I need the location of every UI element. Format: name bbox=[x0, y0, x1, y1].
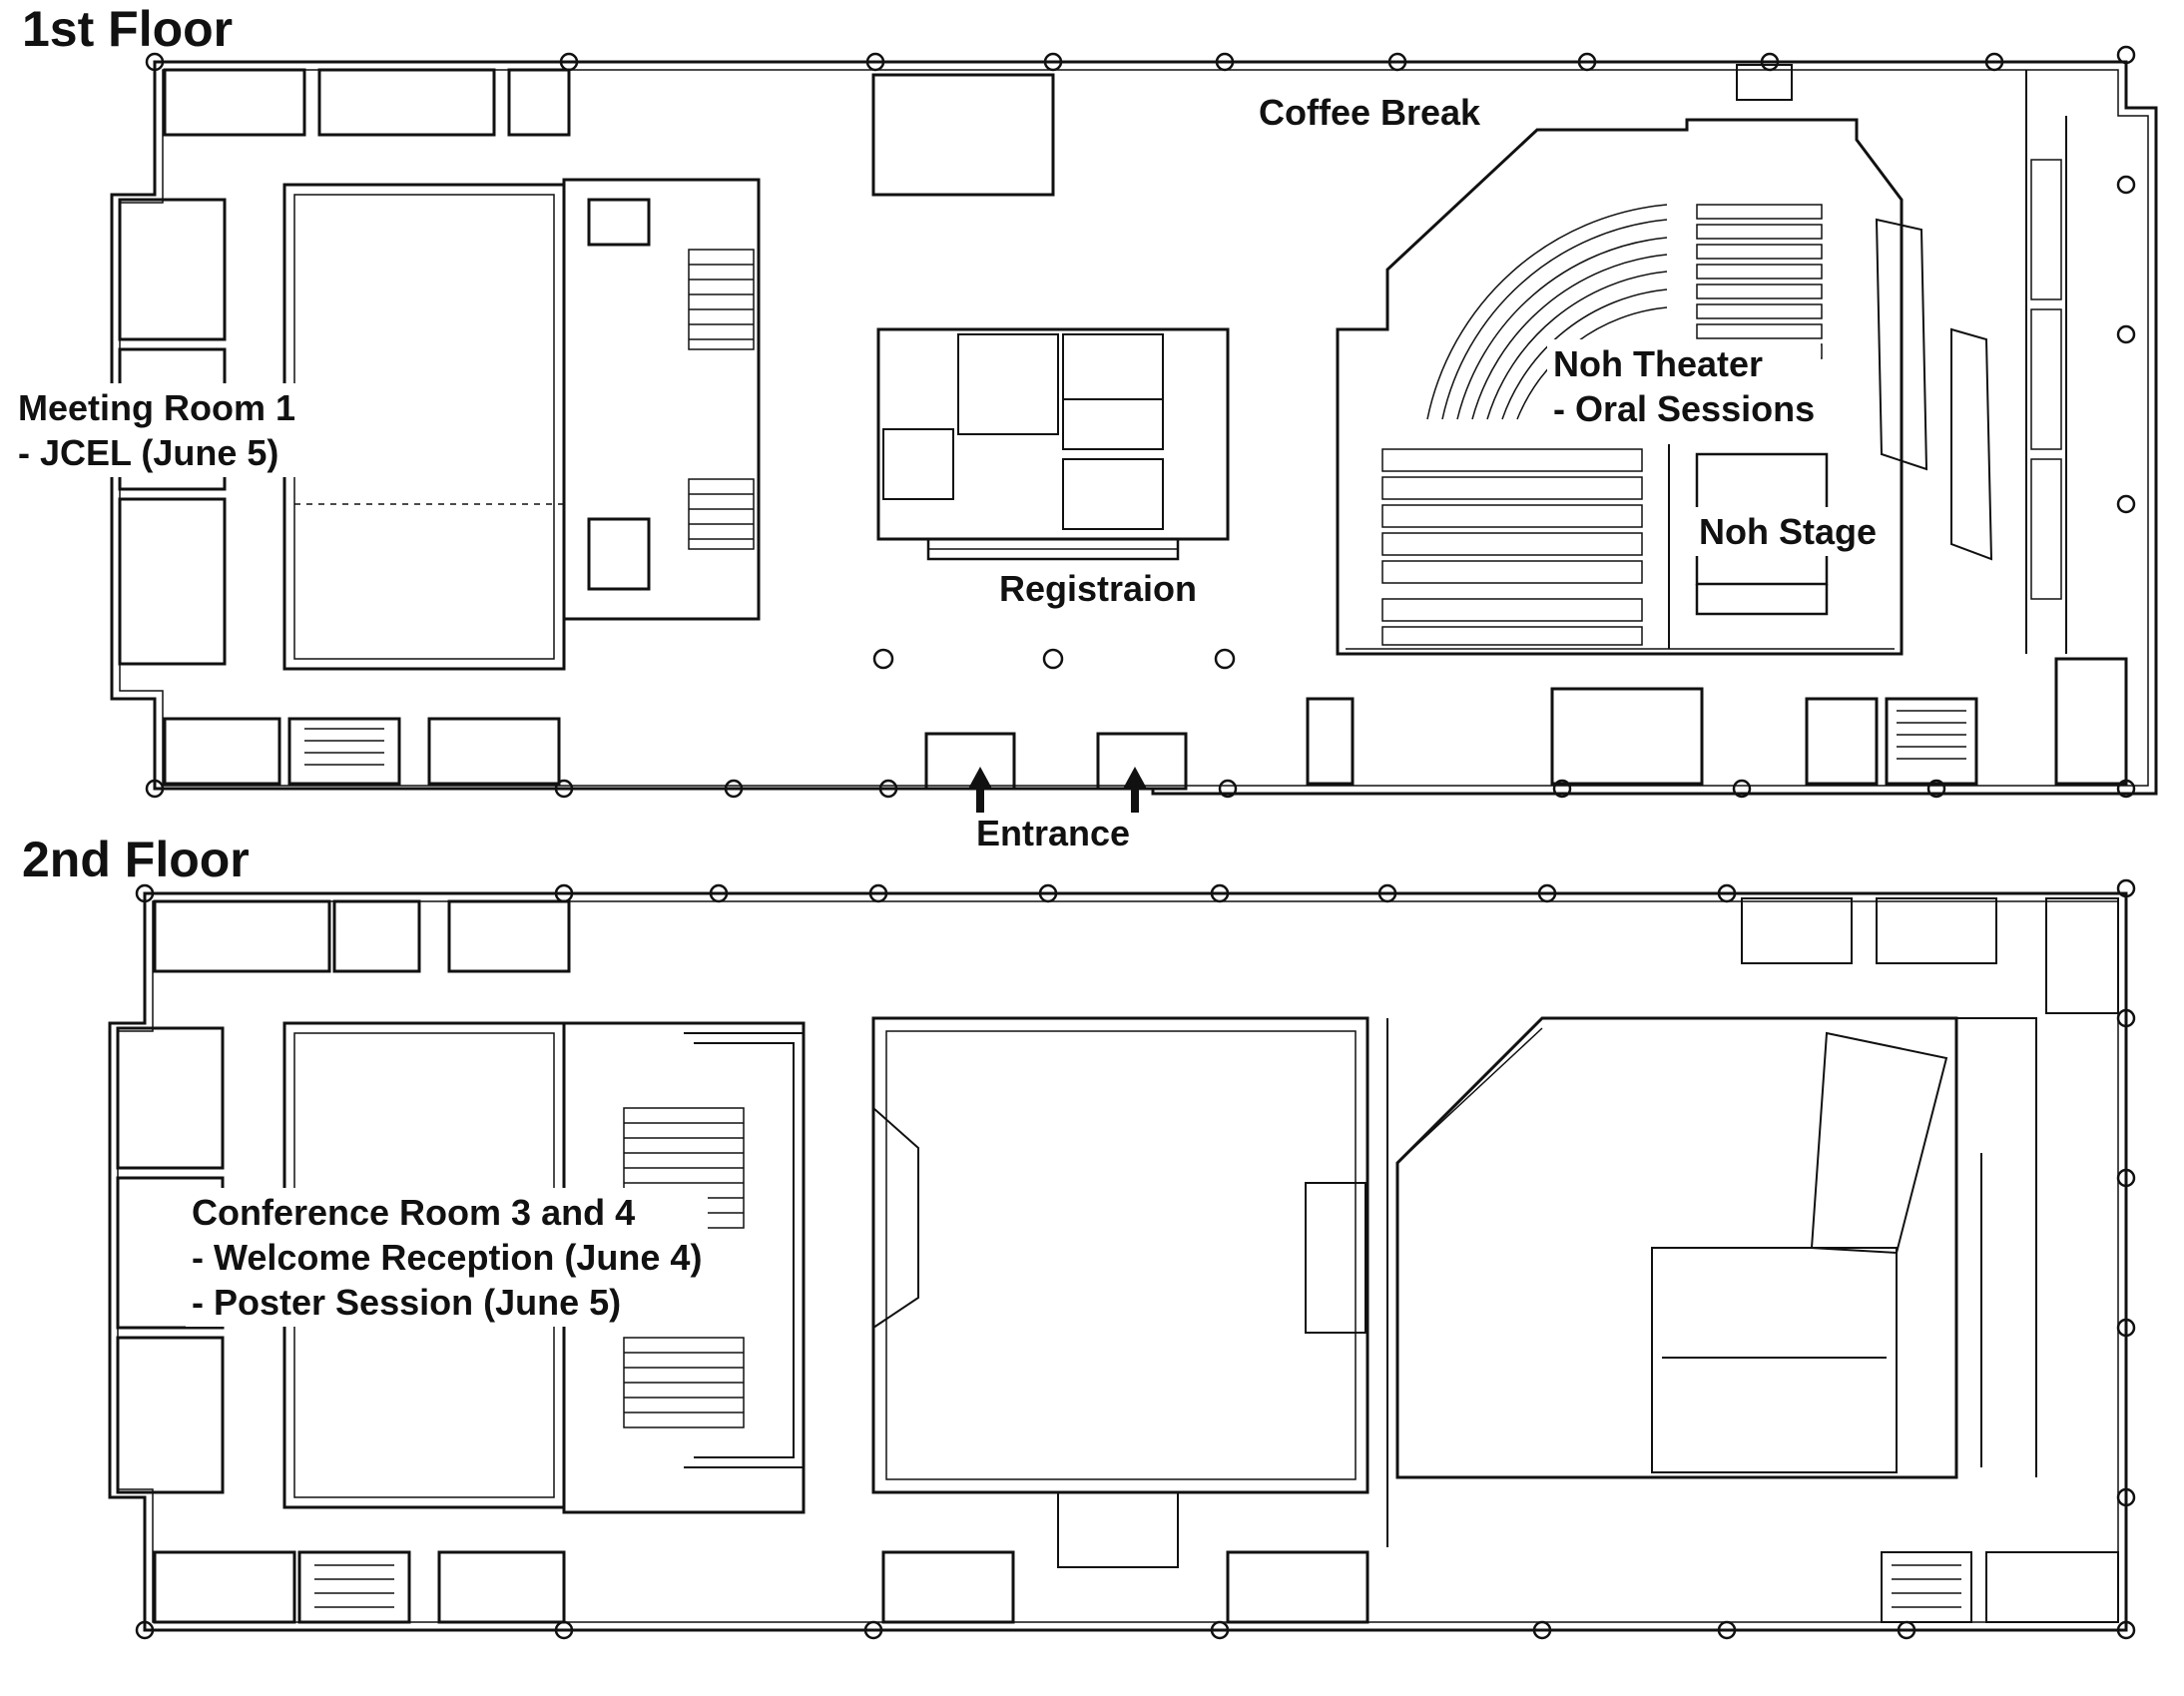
registration-label: Registraion bbox=[993, 564, 1204, 613]
first-floor-core bbox=[562, 178, 761, 621]
first-floor-columns bbox=[145, 45, 2136, 799]
noh-stage-label: Noh Stage bbox=[1693, 507, 1884, 556]
second-floor-right-hall bbox=[1395, 1016, 1958, 1479]
noh-theater-label: Noh Theater - Oral Sessions bbox=[1547, 339, 1822, 433]
first-floor-bottom-right-room-a bbox=[1306, 697, 1355, 786]
first-floor-stairs bbox=[688, 249, 755, 550]
first-floor-title: 1st Floor bbox=[22, 1, 234, 57]
second-floor-right-ramp bbox=[1810, 1031, 1948, 1255]
second-floor-right-wing bbox=[1956, 1017, 2037, 1477]
first-floor-central-office bbox=[871, 73, 1055, 197]
first-floor-bottom-right-stair-treads bbox=[1897, 710, 1966, 760]
first-floor-ramp-b bbox=[1950, 327, 1993, 561]
first-floor-bottom-right-room-c bbox=[1805, 697, 1879, 786]
second-floor-room-block-topleft-c bbox=[447, 899, 571, 973]
first-floor-plan bbox=[110, 45, 2158, 799]
second-floor-center-hall bbox=[871, 1016, 1369, 1494]
second-floor-corridor-loop bbox=[684, 1032, 805, 1468]
second-floor-outer-wall bbox=[108, 891, 2128, 1632]
second-floor-room-block-topleft-a bbox=[153, 899, 331, 973]
first-floor-central-block bbox=[876, 327, 1230, 541]
first-floor-room-block-topleft-b bbox=[317, 68, 496, 137]
second-floor-right-stage bbox=[1651, 1247, 1898, 1473]
first-floor-room-block-topleft-a bbox=[163, 68, 306, 137]
first-floor-right-wing-rooms bbox=[2030, 159, 2062, 600]
first-floor-bottom-right-room-d bbox=[2054, 657, 2128, 786]
first-floor-outer-wall-inner bbox=[119, 69, 2149, 787]
second-floor-top-right-corner bbox=[2045, 897, 2119, 1014]
second-floor-bottom-room-a bbox=[153, 1550, 296, 1624]
first-floor-meeting-room-hall bbox=[282, 183, 566, 671]
second-floor-bottom-room-b bbox=[437, 1550, 566, 1624]
second-floor-right-diagonal bbox=[1396, 1027, 1543, 1164]
first-floor-meeting-room-hall-inner bbox=[293, 194, 555, 660]
first-floor-outer-wall bbox=[110, 60, 2158, 796]
second-floor-center-bottom-room-b bbox=[1226, 1550, 1369, 1624]
second-floor-bottom-stair-treads bbox=[314, 1564, 394, 1608]
second-floor-center-hall-inner bbox=[885, 1030, 1357, 1480]
second-floor-columns bbox=[135, 878, 2136, 1640]
entrance-label: Entrance bbox=[976, 813, 1131, 853]
first-floor-central-partitions bbox=[882, 333, 1164, 530]
noh-theater-name: Noh Theater bbox=[1553, 343, 1764, 384]
first-floor-noh-theater-front-seating bbox=[1381, 448, 1643, 646]
second-floor-bottom-right-stair-treads bbox=[1892, 1564, 1961, 1608]
first-floor-bottom-room-b bbox=[427, 717, 561, 786]
second-floor-bottom-right-stair bbox=[1881, 1551, 1972, 1623]
first-floor-side-room-c bbox=[118, 497, 227, 666]
second-floor-bottom-stair bbox=[297, 1550, 411, 1624]
second-floor-side-room-c bbox=[116, 1336, 225, 1494]
second-floor-center-side-rooms bbox=[872, 1107, 919, 1329]
first-floor-noh-theater-side-seating bbox=[1696, 204, 1823, 359]
meeting-room-1-name: Meeting Room 1 bbox=[18, 387, 296, 428]
first-floor-noh-theater-wall bbox=[1336, 118, 1904, 656]
first-floor-bottom-right-room-b bbox=[1550, 687, 1704, 786]
poster-session-event: - Poster Session (June 5) bbox=[192, 1282, 622, 1323]
second-floor-center-bottom-stair bbox=[1057, 1491, 1179, 1568]
coffee-break-label: Coffee Break bbox=[1253, 88, 1487, 137]
meeting-room-1-detail: - JCEL (June 5) bbox=[18, 432, 279, 473]
welcome-reception-event: - Welcome Reception (June 4) bbox=[192, 1237, 703, 1278]
first-floor-lift-b bbox=[587, 517, 651, 591]
first-floor-ramp-a bbox=[1875, 218, 1928, 471]
second-floor-top-right-room bbox=[1876, 897, 1997, 964]
up-arrow-icon bbox=[968, 767, 1147, 813]
first-floor-side-room-a bbox=[118, 198, 227, 341]
first-floor-bottom-stair-treads bbox=[304, 728, 384, 766]
second-floor-outer-wall-inner bbox=[117, 900, 2119, 1623]
second-floor-title: 2nd Floor bbox=[22, 832, 250, 887]
second-floor-core-stairs bbox=[623, 1107, 745, 1428]
second-floor-center-hall-screen bbox=[1305, 1182, 1366, 1334]
first-floor-bottom-right-stair bbox=[1885, 697, 1978, 786]
second-floor-center-bottom-room-a bbox=[881, 1550, 1015, 1624]
first-floor-noh-stage-bridge bbox=[1695, 584, 1829, 616]
conference-room-name: Conference Room 3 and 4 bbox=[192, 1192, 636, 1233]
first-floor-lift-a bbox=[587, 198, 651, 247]
second-floor-bottom-right-room bbox=[1985, 1551, 2119, 1623]
second-floor-room-block-topleft-b bbox=[332, 899, 421, 973]
noh-theater-detail: - Oral Sessions bbox=[1553, 388, 1816, 429]
first-floor-entrance-vestibule-left bbox=[924, 732, 1016, 791]
first-floor-bottom-room-a bbox=[163, 717, 281, 786]
first-floor-room-block-topleft-c bbox=[507, 68, 571, 137]
conference-room-label: Conference Room 3 and 4 - Welcome Recept… bbox=[186, 1188, 709, 1327]
first-floor-bottom-stair bbox=[287, 717, 401, 786]
first-floor-top-stair bbox=[1736, 64, 1793, 101]
second-floor-top-right-stair bbox=[1741, 897, 1853, 964]
first-floor-right-wing-wall bbox=[2025, 70, 2067, 654]
second-floor-side-room-a bbox=[116, 1026, 225, 1170]
meeting-room-1-label: Meeting Room 1 - JCEL (June 5) bbox=[12, 383, 302, 477]
